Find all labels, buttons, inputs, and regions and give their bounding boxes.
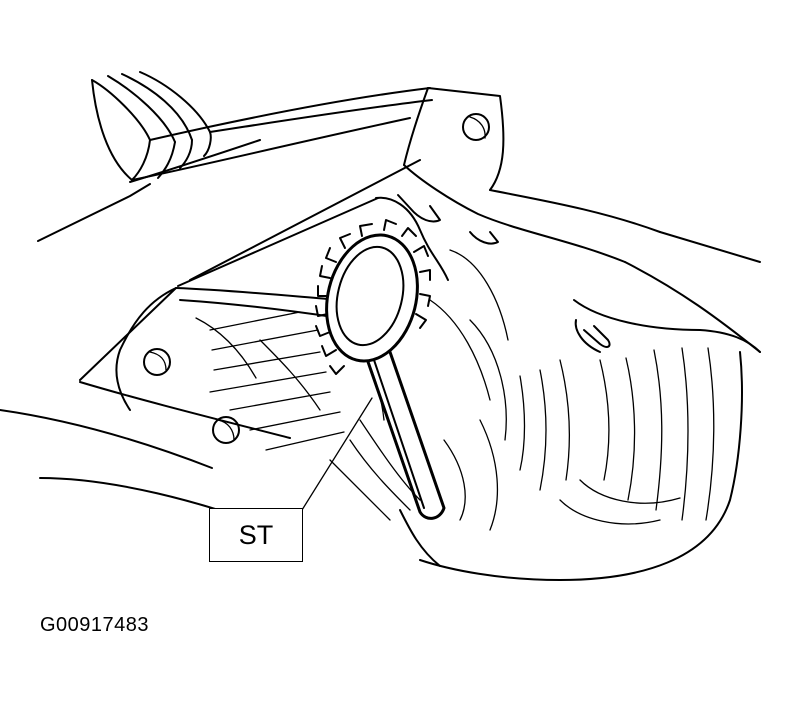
figure-code: G00917483 xyxy=(40,614,150,636)
drive-shaft-boot xyxy=(37,71,433,242)
oil-pan xyxy=(419,299,761,581)
st-leader-line xyxy=(301,397,373,511)
special-tool xyxy=(325,233,446,520)
frame-lines xyxy=(0,159,421,536)
upper-housing xyxy=(397,87,761,353)
flywheel-gear-teeth xyxy=(315,219,431,375)
crank-gear-area xyxy=(329,196,509,567)
st-callout-label: ST xyxy=(209,508,303,562)
